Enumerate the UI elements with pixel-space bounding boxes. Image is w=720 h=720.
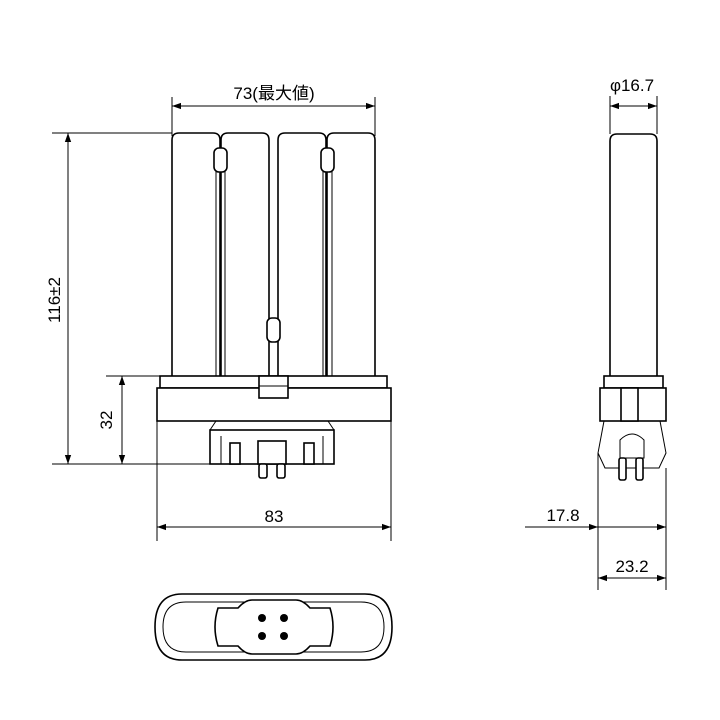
label-top-width: 73(最大値) bbox=[233, 84, 314, 103]
label-diameter: φ16.7 bbox=[610, 76, 654, 95]
dimension-side-bottom: 23.2 bbox=[597, 541, 666, 590]
side-view bbox=[597, 133, 667, 481]
dimension-top-width: 73(最大値) bbox=[171, 84, 376, 136]
bottom-view bbox=[154, 593, 393, 661]
lamp-tubes bbox=[171, 132, 376, 376]
dimension-base-width: 83 bbox=[156, 421, 392, 541]
front-view bbox=[156, 132, 392, 479]
lamp-base bbox=[156, 375, 392, 422]
label-base-height: 32 bbox=[97, 411, 116, 430]
dimension-diameter: φ16.7 bbox=[609, 76, 658, 134]
label-side-bottom: 23.2 bbox=[615, 557, 648, 576]
dimension-side-left: 17.8 bbox=[525, 453, 667, 590]
dimension-base-height: 32 bbox=[97, 375, 160, 464]
lamp-plug bbox=[209, 420, 335, 479]
dimension-height: 116±2 bbox=[45, 132, 210, 465]
label-base-width: 83 bbox=[265, 507, 284, 526]
tube-bridges bbox=[213, 147, 335, 376]
label-side-left: 17.8 bbox=[546, 506, 579, 525]
label-height: 116±2 bbox=[45, 277, 64, 323]
